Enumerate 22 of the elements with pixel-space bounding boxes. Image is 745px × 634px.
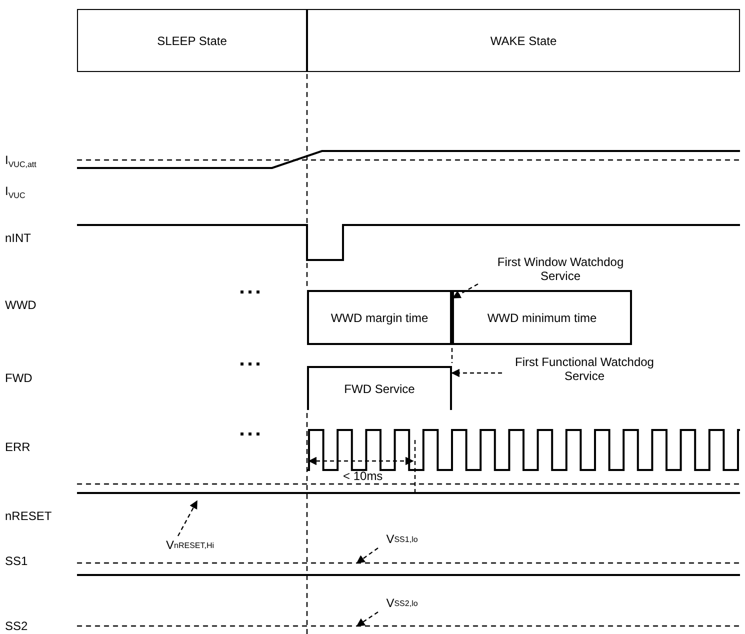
signal-label: ERR: [5, 440, 30, 454]
signal-label: WWD: [5, 298, 36, 312]
timing-box: FWD Service: [307, 366, 452, 410]
state-box: WAKE State: [307, 9, 740, 72]
signal-label: nINT: [5, 231, 32, 245]
leader-line: [451, 368, 502, 378]
leader-line: [452, 283, 478, 299]
signal-label: I$_{VUC,att}$: [5, 153, 36, 169]
signal-label: FWD: [5, 371, 32, 385]
annotation-text: First Window Watchdog Service: [478, 254, 643, 284]
timing-box: WWD margin time: [307, 290, 452, 345]
dimension-label: < 10ms: [343, 469, 383, 483]
signal-label: SS1: [5, 554, 28, 568]
timing-box: WWD minimum time: [452, 290, 632, 345]
signal-label: I$_{VUC}$: [5, 184, 26, 200]
state-box: SLEEP State: [77, 9, 307, 72]
leader-line: [177, 500, 198, 536]
leader-line: [356, 548, 378, 564]
annotation-text: First Functional Watchdog Service: [502, 352, 667, 386]
leader-line: [356, 612, 378, 626]
signal-label: SS2: [5, 619, 28, 633]
signal-label: nRESET: [5, 509, 52, 523]
